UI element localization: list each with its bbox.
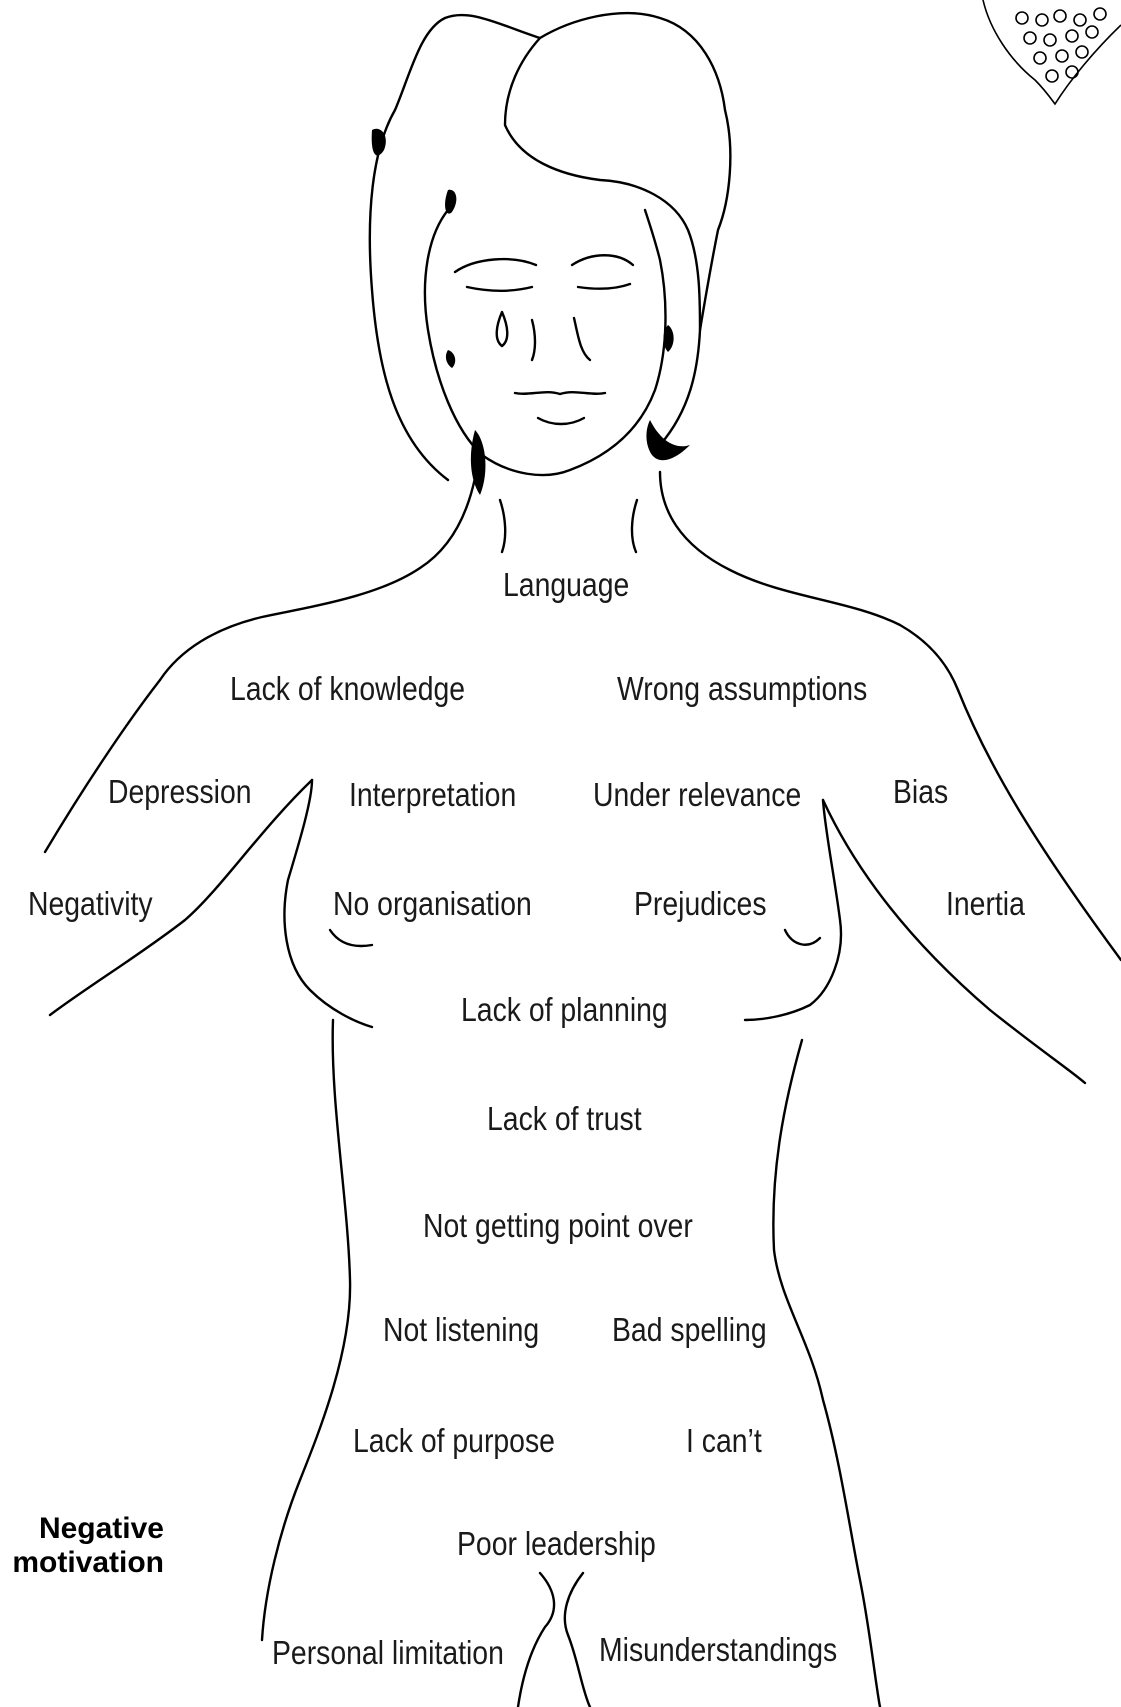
groin-right xyxy=(565,1573,590,1707)
cheek-shadow-left xyxy=(446,350,455,368)
torso-left xyxy=(262,1020,350,1640)
label-lack-of-knowledge: Lack of knowledge xyxy=(230,672,465,705)
right-eye xyxy=(578,284,630,289)
label-poor-leadership: Poor leadership xyxy=(457,1527,656,1560)
right-breast-mark xyxy=(785,930,820,945)
label-negativity: Negativity xyxy=(28,887,153,920)
label-lack-of-trust: Lack of trust xyxy=(487,1102,642,1135)
torso-right xyxy=(773,1040,880,1707)
label-lack-of-purpose: Lack of purpose xyxy=(353,1424,555,1457)
left-arm-outer xyxy=(45,680,160,852)
left-shoulder xyxy=(160,478,475,680)
label-bad-spelling: Bad spelling xyxy=(612,1313,767,1346)
hair-shadow-2 xyxy=(445,190,456,214)
nose-right xyxy=(574,318,590,360)
tear-icon xyxy=(497,312,508,346)
right-arm-inner xyxy=(823,800,1085,1083)
face-outline xyxy=(425,210,666,475)
neck-shadow-right xyxy=(646,420,690,460)
left-breast-mark xyxy=(330,930,372,946)
pineapple-corner-icon xyxy=(983,0,1121,104)
label-wrong-assumptions: Wrong assumptions xyxy=(617,672,867,705)
label-inertia: Inertia xyxy=(946,887,1025,920)
figure-caption: Negative motivation xyxy=(12,1512,164,1580)
left-eyebrow xyxy=(455,259,536,272)
label-under-relevance: Under relevance xyxy=(593,778,801,811)
label-not-listening: Not listening xyxy=(383,1313,539,1346)
neck-left xyxy=(500,500,505,552)
groin-left xyxy=(518,1573,554,1707)
label-interpretation: Interpretation xyxy=(349,778,516,811)
label-bias: Bias xyxy=(893,775,948,808)
label-language: Language xyxy=(503,568,629,601)
label-misunderstandings: Misunderstandings xyxy=(599,1633,837,1666)
label-depression: Depression xyxy=(108,775,252,808)
label-prejudices: Prejudices xyxy=(634,887,767,920)
neck-right xyxy=(632,500,637,552)
hair-outline xyxy=(370,13,731,480)
label-not-getting-point-over: Not getting point over xyxy=(423,1209,693,1242)
label-lack-of-planning: Lack of planning xyxy=(461,993,668,1026)
lower-lip xyxy=(538,418,584,424)
right-shoulder xyxy=(660,472,958,690)
left-eye xyxy=(467,287,532,291)
label-i-cant: I can’t xyxy=(686,1424,762,1457)
label-personal-limitation: Personal limitation xyxy=(272,1636,504,1669)
nose-left xyxy=(532,320,535,360)
caption-line-1: Negative xyxy=(12,1512,164,1546)
right-eyebrow xyxy=(572,255,633,265)
hair-wave xyxy=(505,38,700,330)
upper-lip xyxy=(515,392,605,394)
label-no-organisation: No organisation xyxy=(333,887,532,920)
caption-line-2: motivation xyxy=(12,1546,164,1580)
